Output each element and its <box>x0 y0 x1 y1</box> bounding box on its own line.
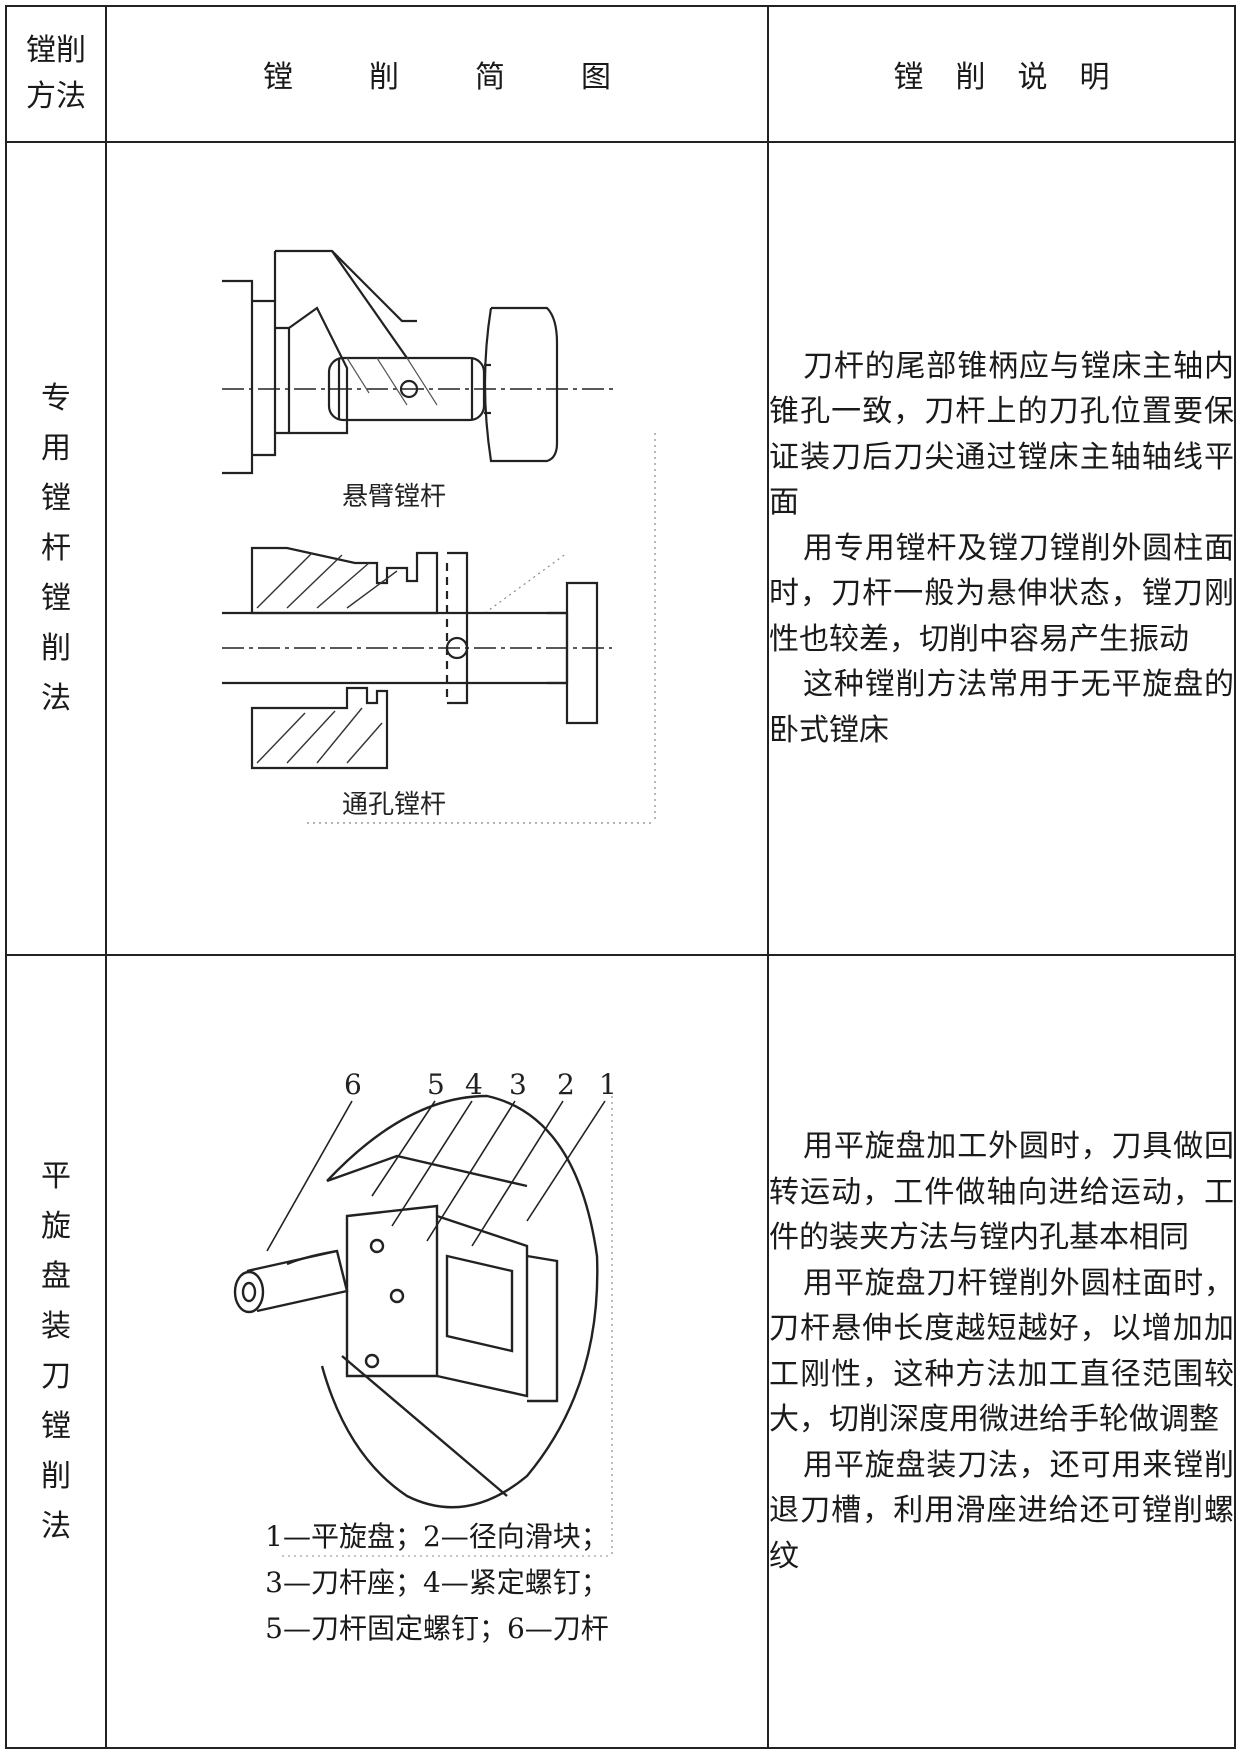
header-method: 镗削 方法 <box>5 5 107 143</box>
explanation-paragraph: 刀杆的尾部锥柄应与镗床主轴内锥孔一致，刀杆上的刀孔位置要保证装刀后刀尖通过镗床主… <box>769 348 1234 521</box>
method-char: 法 <box>41 1508 71 1544</box>
boring-bar-diagram: 悬臂镗杆 <box>222 249 656 824</box>
header-explanation-char: 明 <box>1079 60 1110 95</box>
label-cantilever-bar: 悬臂镗杆 <box>342 482 446 512</box>
facing-head-drawing <box>233 1094 599 1509</box>
caption-line: 1—平旋盘；2—径向滑块； <box>265 1520 609 1553</box>
method-char: 盘 <box>41 1258 71 1294</box>
caption-line: 5—刀杆固定螺钉；6—刀杆 <box>265 1612 609 1645</box>
caption-line: 3—刀杆座；4—紧定螺钉； <box>265 1566 609 1599</box>
header-diagram-char: 图 <box>581 60 611 95</box>
explanation-paragraph: 用平旋盘装刀法，还可用来镗削退刀槽，利用滑座进给还可镗削螺纹 <box>769 1447 1234 1574</box>
explanation-paragraph: 用平旋盘刀杆镗削外圆柱面时，刀杆悬伸长度越短越好，以增加加工刚性，这种方法加工直… <box>769 1265 1234 1438</box>
method-char: 法 <box>41 680 71 716</box>
header-explanation-char: 说 <box>1017 60 1048 95</box>
method-char: 装 <box>41 1308 71 1344</box>
figure-facing-head-tool: 6 5 4 3 2 1 <box>105 954 769 1749</box>
header-diagram: 镗削简图 <box>105 5 769 143</box>
facing-head-diagram: 6 5 4 3 2 1 <box>233 1068 617 1557</box>
hatch-top <box>346 357 438 406</box>
header-diagram-char: 简 <box>475 60 505 95</box>
figure-special-boring-bar: 悬臂镗杆 <box>105 141 769 956</box>
label-through-hole-bar: 通孔镗杆 <box>342 790 446 820</box>
explanation-paragraph: 这种镗削方法常用于无平旋盘的卧式镗床 <box>769 667 1234 748</box>
explanation-facing-head-tool: 用平旋盘加工外圆时，刀具做回转运动，工件做轴向进给运动，工件的装夹方法与镗内孔基… <box>767 954 1236 1749</box>
header-method-line-2: 方法 <box>26 79 86 114</box>
method-char: 杆 <box>41 530 71 566</box>
method-special-boring-bar: 专 用 镗 杆 镗 削 法 <box>5 141 107 956</box>
dotted-baseline <box>282 1096 613 1557</box>
part-number-2: 2 <box>557 1068 575 1101</box>
part-number-3: 3 <box>509 1068 527 1101</box>
header-diagram-char: 削 <box>369 60 399 95</box>
row-facing-head-tool: 平 旋 盘 装 刀 镗 削 法 6 5 4 3 2 1 <box>5 954 1236 1749</box>
method-char: 镗 <box>41 580 71 616</box>
part-number-4: 4 <box>465 1068 483 1101</box>
explanation-paragraph: 用专用镗杆及镗刀镗削外圆柱面时，刀杆一般为悬伸状态，镗刀刚性也较差，切削中容易产… <box>769 530 1234 657</box>
header-explanation-char: 削 <box>955 60 986 95</box>
header-method-line-1: 镗削 <box>26 33 86 68</box>
through-hole-bar-drawing <box>222 546 599 770</box>
cantilever-bar-drawing <box>222 249 559 475</box>
method-char: 镗 <box>41 480 71 516</box>
row-special-boring-bar: 专 用 镗 杆 镗 削 法 <box>5 141 1236 956</box>
method-facing-head-tool: 平 旋 盘 装 刀 镗 削 法 <box>5 954 107 1749</box>
header-row: 镗削 方法 镗削简图 镗削说明 <box>5 5 1236 143</box>
facing-head-caption: 1—平旋盘；2—径向滑块； 3—刀杆座；4—紧定螺钉； 5—刀杆固定螺钉；6—刀… <box>107 1514 767 1652</box>
part-number-6: 6 <box>344 1068 362 1101</box>
method-char: 用 <box>41 430 71 466</box>
method-char: 削 <box>41 1458 71 1494</box>
header-explanation-char: 镗 <box>893 60 924 95</box>
header-diagram-char: 镗 <box>263 60 293 95</box>
part-number-1: 1 <box>599 1068 617 1101</box>
method-char: 刀 <box>41 1358 71 1394</box>
header-explanation: 镗削说明 <box>767 5 1236 143</box>
boring-methods-table: 镗削 方法 镗削简图 镗削说明 专 用 镗 杆 镗 削 法 <box>5 5 1236 1749</box>
explanation-special-boring-bar: 刀杆的尾部锥柄应与镗床主轴内锥孔一致，刀杆上的刀孔位置要保证装刀后刀尖通过镗床主… <box>767 141 1236 956</box>
method-char: 旋 <box>41 1208 71 1244</box>
method-char: 削 <box>41 630 71 666</box>
hatch-bottom <box>256 552 398 764</box>
dotted-frame <box>307 433 656 824</box>
part-numbers: 6 5 4 3 2 1 <box>344 1068 617 1101</box>
method-char: 专 <box>41 380 71 416</box>
method-char: 镗 <box>41 1408 71 1444</box>
method-char: 平 <box>41 1158 71 1194</box>
explanation-paragraph: 用平旋盘加工外圆时，刀具做回转运动，工件做轴向进给运动，工件的装夹方法与镗内孔基… <box>769 1129 1234 1255</box>
part-number-5: 5 <box>427 1068 445 1101</box>
